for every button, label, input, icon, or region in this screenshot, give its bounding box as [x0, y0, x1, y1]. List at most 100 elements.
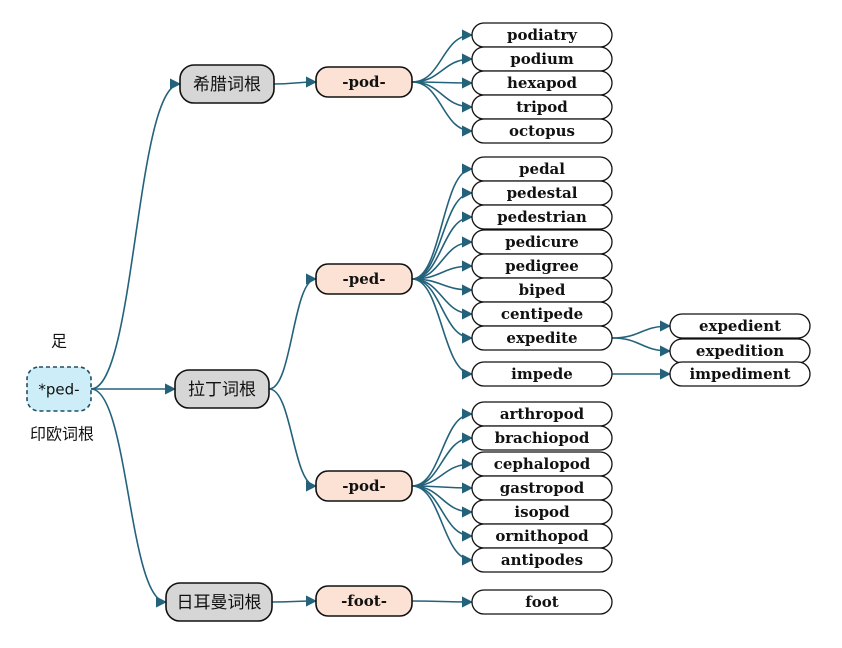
edge-to-word-brachiopod [411, 432, 474, 487]
root-node-ped-box [26, 366, 92, 412]
root-meaning-note: 足 [51, 332, 67, 351]
category-node-2-box [165, 582, 273, 622]
edge-category-to-root-0-0 [273, 76, 318, 88]
edge-to-word-podium [411, 53, 474, 83]
word-node-pedicure-label: pedicure [505, 233, 579, 251]
edge-to-word-expedient [611, 320, 672, 339]
edge-to-word-arthropod [411, 408, 474, 487]
edge-category-to-root-2-0 [271, 595, 318, 607]
root-form-node-1-1: -pod- [315, 470, 413, 502]
root-form-node-1-0-label: -ped- [343, 270, 386, 288]
edge-to-word-antipodes [411, 485, 474, 566]
category-node-0-box [179, 64, 275, 104]
edge-to-word-pedestrian [411, 211, 474, 280]
word-node-cephalopod: cephalopod [471, 451, 613, 477]
edge-to-word-podiatry [411, 29, 474, 83]
word-node-impediment-label: impediment [689, 365, 790, 383]
word-node-antipodes-box [471, 547, 613, 573]
word-node-centipede-label: centipede [501, 305, 583, 323]
word-node-gastropod-label: gastropod [500, 479, 585, 497]
word-node-ornithopod: ornithopod [471, 523, 613, 549]
root-node-ped: *ped- [26, 366, 92, 412]
word-node-tripod-label: tripod [516, 98, 568, 116]
category-node-1: 拉丁词根 [174, 369, 270, 409]
category-node-0: 希腊词根 [179, 64, 275, 104]
word-node-ornithopod-label: ornithopod [495, 527, 589, 545]
root-form-node-0-0: -pod- [315, 66, 413, 98]
word-node-foot-label: foot [525, 593, 558, 611]
word-node-brachiopod: brachiopod [471, 425, 613, 451]
root-form-node-1-0: -ped- [315, 263, 413, 295]
word-node-podiatry-label: podiatry [507, 26, 578, 44]
word-node-expedite-label: expedite [506, 329, 577, 347]
edge-root-to-category-2 [90, 388, 168, 608]
word-node-pedigree-label: pedigree [505, 257, 579, 275]
root-form-node-2-0: -foot- [315, 585, 413, 617]
word-node-expedient: expedient [669, 313, 811, 339]
word-node-pedestal-label: pedestal [507, 184, 578, 202]
edge-category-to-root-1-0 [268, 273, 318, 390]
category-node-1-box [174, 369, 270, 409]
category-node-0-label: 希腊词根 [193, 75, 261, 95]
word-node-biped: biped [471, 277, 613, 303]
word-node-brachiopod-box [471, 425, 613, 451]
word-node-pedestrian-label: pedestrian [497, 208, 587, 226]
nodes: *ped-足印欧词根希腊词根-pod-podiatrypodiumhexapod… [26, 22, 811, 622]
word-node-centipede: centipede [471, 301, 613, 327]
edge-to-word-octopus [411, 81, 474, 137]
word-node-pedestal: pedestal [471, 180, 613, 206]
word-node-expedition: expedition [669, 338, 811, 364]
word-node-impede: impede [471, 361, 613, 387]
word-node-gastropod: gastropod [471, 475, 613, 501]
category-node-2: 日耳曼词根 [165, 582, 273, 622]
edge-to-word-isopod [411, 485, 474, 518]
word-node-octopus-box [471, 118, 613, 144]
edge-to-word-expedition [611, 337, 672, 357]
word-node-pedigree: pedigree [471, 253, 613, 279]
root-form-node-2-0-label: -foot- [341, 592, 387, 610]
category-node-1-label: 拉丁词根 [188, 380, 256, 400]
word-node-impede-box [471, 361, 613, 387]
edge-category-to-root-1-1 [268, 388, 318, 492]
word-node-pedestrian-box [471, 204, 613, 230]
word-node-pedal: pedal [471, 156, 613, 182]
root-form-node-2-0-box [315, 585, 413, 617]
word-node-arthropod: arthropod [471, 401, 613, 427]
edge-to-word-pedestal [411, 187, 474, 280]
edge-to-word-tripod [411, 81, 474, 113]
root-form-node-0-0-box [315, 66, 413, 98]
word-node-isopod: isopod [471, 499, 613, 525]
word-node-pedicure: pedicure [471, 229, 613, 255]
word-node-expedite-box [471, 325, 613, 351]
word-node-arthropod-label: arthropod [500, 405, 585, 423]
word-node-expedient-label: expedient [699, 317, 781, 335]
word-node-pedal-label: pedal [519, 160, 565, 178]
word-node-biped-label: biped [519, 281, 566, 299]
edge-to-word-impede [411, 278, 474, 380]
word-node-foot: foot [471, 589, 613, 615]
root-form-node-1-1-box [315, 470, 413, 502]
root-form-node-0-0-label: -pod- [342, 73, 385, 91]
word-node-podiatry: podiatry [471, 22, 613, 48]
word-node-podium-label: podium [510, 50, 574, 68]
word-node-brachiopod-label: brachiopod [495, 429, 590, 447]
word-node-impediment-box [669, 361, 811, 387]
word-node-impediment: impediment [669, 361, 811, 387]
word-node-cephalopod-label: cephalopod [494, 455, 591, 473]
word-node-antipodes-label: antipodes [501, 551, 583, 569]
root-node-ped-label: *ped- [38, 381, 79, 399]
word-node-foot-box [471, 589, 613, 615]
word-node-expedition-label: expedition [696, 342, 784, 360]
word-node-impede-label: impede [511, 365, 573, 383]
category-node-2-label: 日耳曼词根 [177, 593, 262, 613]
root-form-node-1-0-box [315, 263, 413, 295]
edge-root-to-category-0 [90, 78, 182, 390]
word-node-podium: podium [471, 46, 613, 72]
word-node-isopod-label: isopod [514, 503, 570, 521]
word-node-tripod: tripod [471, 94, 613, 120]
word-node-antipodes: antipodes [471, 547, 613, 573]
word-node-pedestrian: pedestrian [471, 204, 613, 230]
root-type-note: 印欧词根 [30, 425, 94, 444]
edge-to-word-pedal [411, 163, 474, 280]
